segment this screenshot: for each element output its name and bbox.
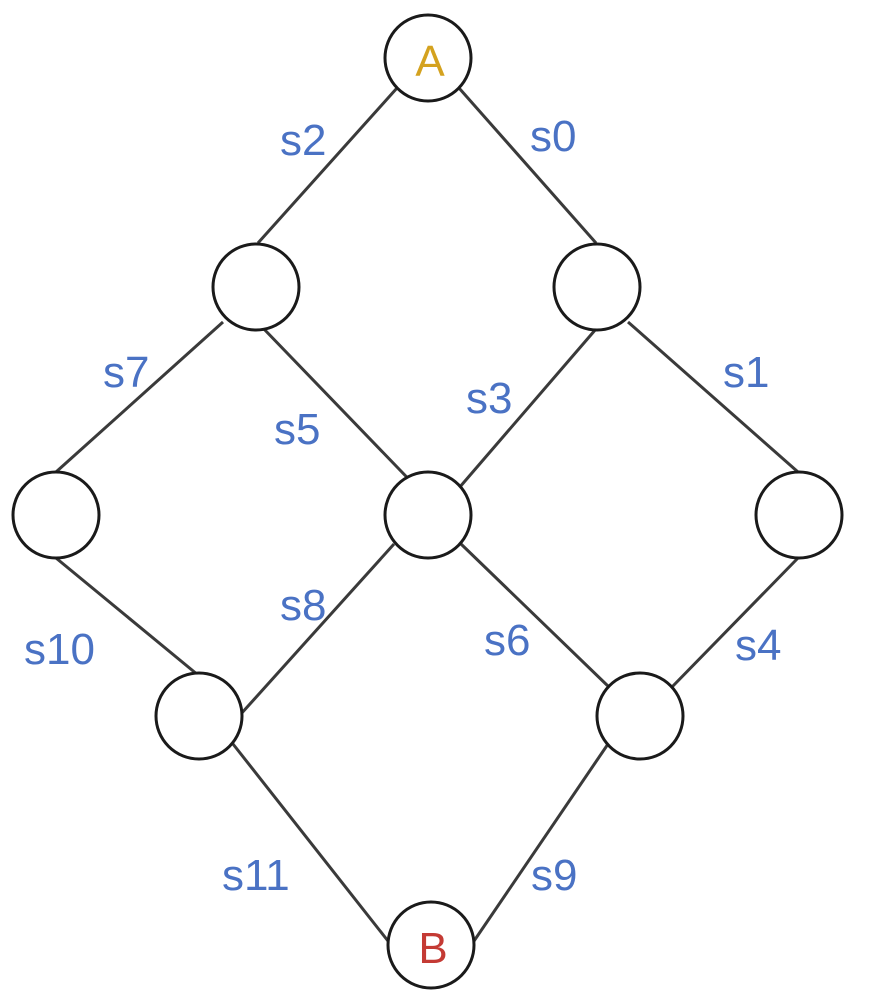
edges [54,86,800,942]
node-l1-left [211,242,301,332]
node-l3-left [154,671,244,761]
nodes [11,13,844,990]
node-b [386,900,476,990]
edge-label-s9: s9 [531,851,577,900]
edge-s8 [238,542,396,717]
edge-s2 [256,86,399,245]
node-l2-right [754,470,844,560]
node-a-label: A [415,37,445,86]
edge-s11 [231,743,390,942]
node-l3-right [595,671,685,761]
edge-s0 [457,87,598,244]
edge-s4 [669,556,800,690]
edge-s6 [459,542,612,690]
edge-label-s11: s11 [222,851,290,900]
edge-s3 [457,328,598,489]
node-b-label: B [418,924,447,973]
edge-s1 [627,320,799,474]
edge-s7 [54,320,225,474]
edge-s9 [472,743,610,942]
edge-label-s8: s8 [280,581,326,630]
edge-s10 [55,556,199,677]
edge-label-s5: s5 [274,405,320,454]
edge-label-s10: s10 [24,625,95,674]
edge-label-s4: s4 [735,621,781,670]
node-l2-center [383,470,473,560]
node-a [383,13,473,103]
node-l1-right [552,242,642,332]
edge-label-s2: s2 [280,116,326,165]
edge-label-s7: s7 [103,348,149,397]
node-l2-left [11,470,101,560]
edge-label-s1: s1 [723,348,769,397]
edge-label-s0: s0 [530,112,576,161]
edge-label-s6: s6 [484,616,530,665]
edge-s5 [260,325,427,498]
edge-label-s3: s3 [466,374,512,423]
